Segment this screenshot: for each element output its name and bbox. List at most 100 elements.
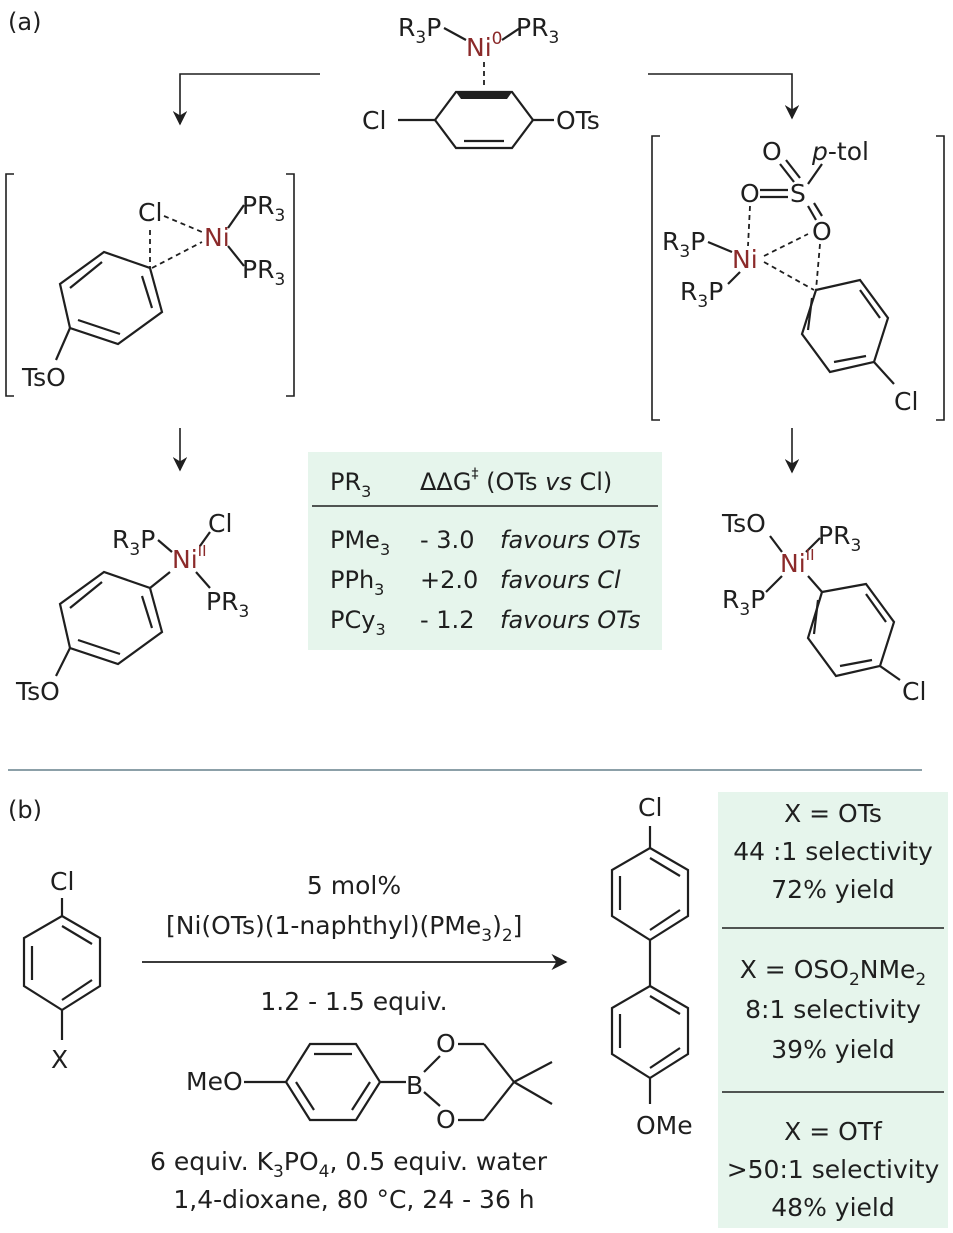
- bond: [833, 354, 867, 364]
- bond: [61, 979, 93, 1001]
- product-pr3: PR3: [818, 521, 861, 556]
- dashed-bond: [747, 205, 751, 247]
- conditions-line-1: 6 equiv. K3PO4, 0.5 equiv. water: [150, 1147, 548, 1182]
- product-nickel: NiII: [172, 542, 207, 574]
- bond: [61, 925, 93, 945]
- bond: [785, 159, 801, 179]
- bond: [77, 638, 121, 656]
- bond: [513, 1081, 553, 1105]
- boronate-ester: MeO B O O: [186, 1029, 553, 1134]
- bond: [765, 575, 783, 593]
- bond: [157, 539, 173, 553]
- bond: [501, 27, 521, 41]
- bond: [483, 1043, 515, 1083]
- table-row-note: favours OTs: [500, 606, 640, 634]
- product-chloro: Cl: [902, 677, 926, 706]
- aryl-ring: [284, 1042, 382, 1122]
- result-1-substituent: X = OTs: [784, 799, 882, 828]
- substrate-x: X: [51, 1045, 68, 1074]
- bond: [865, 593, 887, 623]
- result-2-selectivity: 8:1 selectivity: [745, 995, 921, 1024]
- dashed-bond: [763, 261, 815, 291]
- arrow-to-cl-path: [172, 73, 320, 126]
- sulfonyl-oxygen: O: [762, 137, 782, 166]
- ts-c-cl-addition: Cl Ni PR3 PR3 TsO: [5, 173, 295, 397]
- bond: [423, 1055, 441, 1073]
- product-chloro: Cl: [208, 509, 232, 538]
- bond: [813, 202, 823, 217]
- benzene-ring: [433, 90, 535, 150]
- bond: [807, 205, 817, 221]
- product-nickel: NiII: [780, 546, 815, 578]
- p-tolyl: p-tol: [811, 137, 869, 166]
- bond: [649, 857, 681, 877]
- bond: [77, 318, 121, 336]
- ts-chloro: Cl: [138, 198, 162, 227]
- bond: [351, 1081, 371, 1111]
- result-3-selectivity: >50:1 selectivity: [727, 1155, 940, 1184]
- bond: [227, 245, 245, 267]
- product-r3p: R3P: [722, 585, 765, 620]
- aryl-ring: [800, 278, 890, 374]
- ts-pr3-bottom: PR3: [242, 255, 285, 290]
- bond: [807, 575, 823, 593]
- bond: [805, 537, 821, 553]
- arrow-to-ots-path: [648, 73, 800, 120]
- bond: [149, 571, 171, 589]
- product-r3p: R3P: [112, 525, 155, 560]
- bond: [873, 361, 895, 385]
- sulfur: S: [790, 179, 806, 208]
- substrate: Cl X: [22, 867, 102, 1074]
- results-background: [718, 792, 948, 1228]
- result-1-selectivity: 44 :1 selectivity: [733, 837, 933, 866]
- boronate-equiv: 1.2 - 1.5 equiv.: [260, 987, 447, 1016]
- result-3-yield: 48% yield: [771, 1193, 894, 1222]
- bond: [649, 909, 681, 931]
- substrate-chloro: Cl: [50, 867, 74, 896]
- bond: [513, 1061, 553, 1083]
- product-tso: TsO: [721, 509, 766, 538]
- ligand-r3p-left: R3P: [398, 13, 441, 48]
- table-row-ligand: PMe3: [330, 526, 390, 559]
- methoxy-label: MeO: [186, 1067, 243, 1096]
- oxygen-top: O: [436, 1029, 456, 1058]
- bond: [807, 163, 823, 185]
- ts-pr3-top: PR3: [242, 191, 285, 226]
- table-row-value: - 3.0: [420, 526, 474, 554]
- ts-r3p-top: R3P: [662, 227, 705, 262]
- bond: [649, 995, 681, 1015]
- ts-tso: TsO: [21, 363, 66, 392]
- bond: [779, 163, 795, 183]
- results-panel: X = OTs 44 :1 selectivity 72% yield X = …: [718, 792, 948, 1228]
- table-header-ddg: ΔΔG‡ (OTs vs Cl): [420, 466, 612, 496]
- ts-chloro: Cl: [894, 387, 918, 416]
- bond: [227, 204, 245, 229]
- ts-nickel: Ni: [732, 245, 758, 274]
- ni0-complex: R3P Ni0 PR3 Cl OTs: [362, 13, 600, 150]
- table-row-value: - 1.2: [420, 606, 474, 634]
- bond: [55, 647, 71, 677]
- oxygen-right: O: [812, 217, 832, 246]
- bond: [879, 665, 901, 681]
- ni-aryl-tosylate-product: TsO PR3 NiII R3P Cl: [721, 509, 926, 706]
- bond: [69, 261, 103, 289]
- aryl-ring-bottom: [610, 984, 690, 1080]
- wedge-bond: [456, 92, 512, 99]
- chloro-label: Cl: [362, 106, 386, 135]
- bond: [806, 297, 814, 331]
- result-1-yield: 72% yield: [771, 875, 894, 904]
- bond: [649, 1047, 681, 1069]
- product-methoxy: OMe: [636, 1111, 693, 1140]
- aryl-ring-top: [610, 846, 690, 942]
- biaryl-product: Cl OMe: [610, 793, 693, 1140]
- bracket-right: [936, 135, 945, 421]
- boron-label: B: [406, 1071, 423, 1100]
- bracket-left: [5, 173, 14, 397]
- table-row-ligand: PCy3: [330, 606, 386, 639]
- product-chloro: Cl: [638, 793, 662, 822]
- bond: [839, 658, 873, 668]
- bond: [707, 240, 733, 254]
- bond: [195, 571, 211, 589]
- conditions-line-2: 1,4-dioxane, 80 °C, 24 - 36 h: [173, 1185, 534, 1214]
- bond: [769, 535, 783, 553]
